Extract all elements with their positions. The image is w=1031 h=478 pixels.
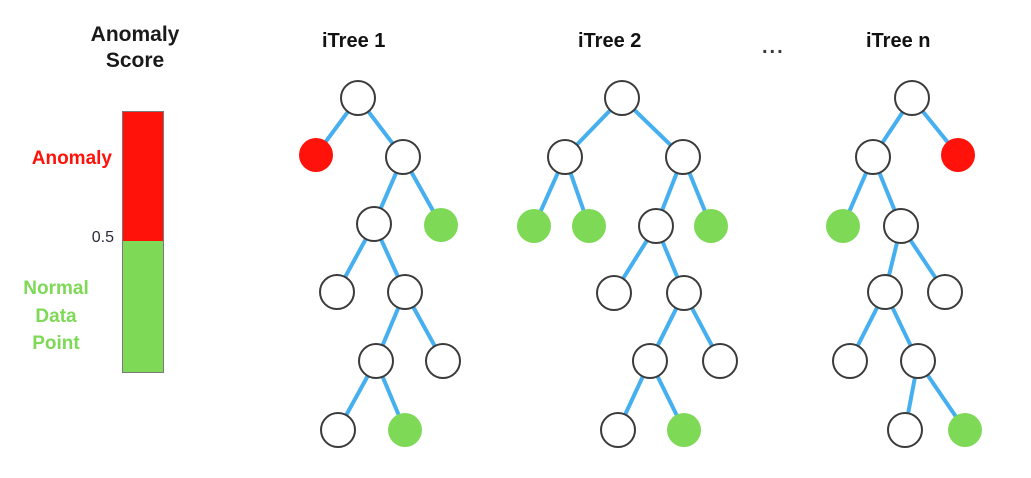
internal-node (319, 274, 355, 310)
itree-2 (517, 80, 738, 448)
normal-leaf-node (667, 413, 701, 447)
normal-label-line-3: Point (32, 333, 80, 355)
tree-edge (622, 373, 646, 418)
internal-node (547, 139, 583, 175)
tree-edge (380, 373, 401, 418)
tree-edge (659, 169, 680, 214)
tree-edge (655, 305, 679, 349)
anomaly-score-colorbar (122, 111, 164, 373)
tree-edge (538, 169, 561, 214)
normal-leaf-node (948, 413, 982, 447)
internal-node (385, 139, 421, 175)
normal-label-line-1: Normal (23, 278, 89, 299)
colorbar-normal-segment (123, 241, 163, 372)
tree-title-1: iTree 1 (322, 30, 386, 52)
internal-node (702, 343, 738, 379)
tree-edge (907, 237, 939, 281)
itree-3 (826, 80, 982, 448)
tree-edge (920, 108, 950, 145)
itree-1 (299, 80, 461, 448)
tree-edge (855, 304, 880, 349)
normal-point-legend-label: Normal Data Point (0, 275, 112, 358)
tree-edge (408, 168, 436, 214)
tree-edge (323, 108, 351, 145)
internal-node (894, 80, 930, 116)
tree-edge (343, 373, 371, 418)
legend-title: Anomaly Score (50, 22, 220, 75)
internal-node (665, 139, 701, 175)
tree-edge (925, 372, 958, 419)
internal-node (900, 343, 936, 379)
normal-leaf-node (517, 209, 551, 243)
tree-edge (365, 108, 396, 147)
tree-edge (687, 169, 707, 214)
normal-label-line-2: Data (35, 305, 77, 327)
internal-node (638, 208, 674, 244)
internal-node (387, 274, 423, 310)
tree-edge (905, 374, 918, 417)
tree-edge (689, 305, 715, 349)
internal-node (358, 343, 394, 379)
legend-title-line-2: Score (105, 49, 165, 73)
tree-edge (655, 373, 679, 418)
tree-edge (889, 304, 914, 349)
tree-edge (378, 169, 399, 212)
internal-node (927, 274, 963, 310)
tree-edge (847, 169, 869, 214)
internal-node (604, 80, 640, 116)
internal-node (666, 275, 702, 311)
tree-edge (410, 304, 438, 349)
internal-node (320, 412, 356, 448)
tree-edge (886, 239, 900, 279)
internal-node (340, 80, 376, 116)
tree-edge (877, 169, 897, 214)
tree-title-n: iTree n (866, 30, 931, 52)
tree-title-2: iTree 2 (578, 30, 642, 52)
tree-edge (660, 238, 680, 281)
tree-edge (342, 236, 369, 280)
tree-edge (631, 107, 674, 148)
ellipsis-label: ... (762, 36, 785, 58)
threshold-value-label: 0.5 (91, 229, 114, 246)
normal-leaf-node (572, 209, 606, 243)
colorbar-anomaly-segment (123, 112, 163, 241)
internal-node (832, 343, 868, 379)
internal-node (425, 343, 461, 379)
normal-leaf-node (388, 413, 422, 447)
tree-edge (620, 237, 650, 282)
internal-node (883, 208, 919, 244)
tree-edge (568, 170, 586, 213)
internal-node (600, 412, 636, 448)
normal-leaf-node (694, 209, 728, 243)
tree-edge (378, 236, 401, 280)
internal-node (596, 275, 632, 311)
internal-node (867, 274, 903, 310)
internal-node (356, 206, 392, 242)
anomaly-leaf-node (299, 138, 333, 172)
normal-leaf-node (826, 209, 860, 243)
internal-node (632, 343, 668, 379)
internal-node (887, 412, 923, 448)
anomaly-leaf-node (941, 138, 975, 172)
normal-leaf-node (424, 208, 458, 242)
tree-edge (380, 304, 401, 349)
tree-edge (574, 107, 613, 148)
tree-edge (879, 109, 906, 146)
anomaly-legend-label: Anomaly (31, 148, 112, 169)
internal-node (855, 139, 891, 175)
legend-title-line-1: Anomaly (90, 23, 180, 46)
